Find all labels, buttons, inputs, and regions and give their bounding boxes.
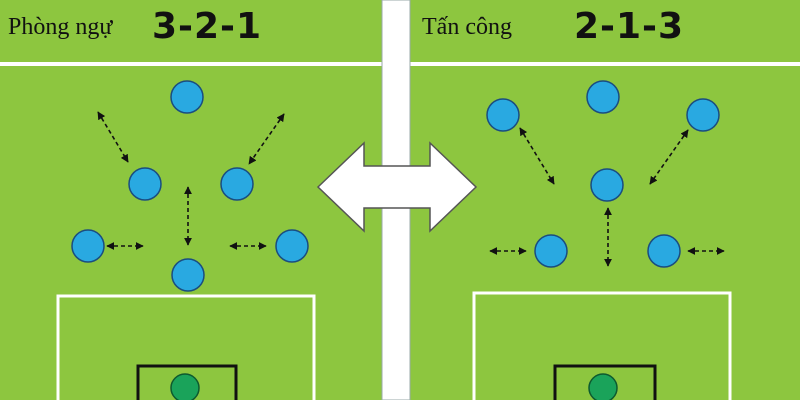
- left-arrow-top-right: [248, 113, 285, 165]
- right-player-wide-left: [534, 234, 568, 268]
- left-mode-label: Phòng ngự: [8, 14, 113, 40]
- left-arrow-top-left: [97, 111, 129, 163]
- left-player-mid-right: [220, 167, 254, 201]
- right-player-center: [590, 168, 624, 202]
- right-goal-area: [553, 364, 657, 400]
- right-player-top-right: [686, 98, 720, 132]
- left-player-wide-right: [275, 229, 309, 263]
- right-arrow-top-left: [519, 127, 555, 185]
- right-player-top-center: [586, 80, 620, 114]
- right-formation-label: 2-1-3: [574, 6, 685, 47]
- left-goal-area: [136, 364, 238, 400]
- right-penalty-area: [472, 291, 732, 400]
- left-formation-label: 3-2-1: [152, 6, 263, 47]
- left-player-mid-left: [128, 167, 162, 201]
- right-player-top-left: [486, 98, 520, 132]
- right-goalkeeper: [588, 373, 618, 400]
- left-goalkeeper: [170, 373, 200, 400]
- swap-arrow: [316, 141, 478, 233]
- left-penalty-area: [56, 294, 316, 400]
- right-player-wide-right: [647, 234, 681, 268]
- right-mode-label: Tấn công: [422, 14, 512, 40]
- left-player-bottom: [171, 258, 205, 292]
- left-player-top: [170, 80, 204, 114]
- left-player-wide-left: [71, 229, 105, 263]
